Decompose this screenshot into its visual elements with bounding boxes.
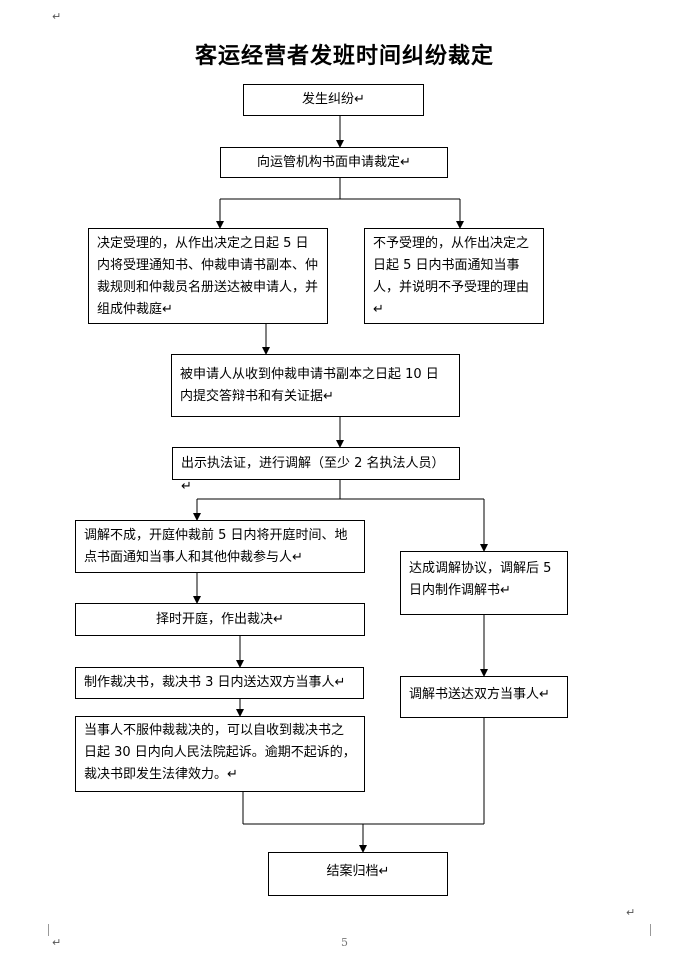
box-apply-ruling-text: 向运管机构书面申请裁定↵ <box>257 155 411 170</box>
box-reject-case: 不予受理的，从作出决定之日起 5 日内书面通知当事人，并说明不予受理的理由↵ <box>364 228 544 324</box>
box-award-document: 制作裁决书，裁决书 3 日内送达双方当事人↵ <box>75 667 364 699</box>
box-award-document-text: 制作裁决书，裁决书 3 日内送达双方当事人↵ <box>84 675 346 690</box>
box-deliver-mediation-text: 调解书送达双方当事人↵ <box>409 687 550 702</box>
box-appeal-court: 当事人不服仲裁裁决的，可以自收到裁决书之日起 30 日内向人民法院起诉。逾期不起… <box>75 716 365 792</box>
box-deliver-mediation: 调解书送达双方当事人↵ <box>400 676 568 718</box>
page-number: 5 <box>341 936 348 949</box>
box-mediation-agreement-text: 达成调解协议，调解后 5 日内制作调解书↵ <box>409 561 552 598</box>
box-hearing-text: 择时开庭，作出裁决↵ <box>156 612 284 627</box>
box-hearing: 择时开庭，作出裁决↵ <box>75 603 365 636</box>
box-accept-case: 决定受理的，从作出决定之日起 5 日内将受理通知书、仲裁申请书副本、仲裁规则和仲… <box>88 228 328 324</box>
paragraph-mark-top-left: ↵ <box>52 10 62 23</box>
paragraph-mark-bottom-right: ↵ <box>626 906 636 919</box>
box-accept-case-text: 决定受理的，从作出决定之日起 5 日内将受理通知书、仲裁申请书副本、仲裁规则和仲… <box>97 236 319 317</box>
box-occur-dispute-text: 发生纠纷↵ <box>302 92 365 107</box>
box-respondent-reply: 被申请人从收到仲裁申请书副本之日起 10 日内提交答辩书和有关证据↵ <box>171 354 460 417</box>
box-mediation-text: 出示执法证，进行调解（至少 2 名执法人员）↵ <box>181 456 445 494</box>
box-apply-ruling: 向运管机构书面申请裁定↵ <box>220 147 448 178</box>
page-title: 客运经营者发班时间纠纷裁定 <box>194 44 494 69</box>
box-mediation: 出示执法证，进行调解（至少 2 名执法人员）↵ <box>172 447 460 494</box>
box-mediation-failed-text: 调解不成，开庭仲裁前 5 日内将开庭时间、地点书面通知当事人和其他仲裁参与人↵ <box>84 528 348 565</box>
box-occur-dispute: 发生纠纷↵ <box>243 84 424 116</box>
margin-bar-left <box>48 924 49 936</box>
box-archive: 结案归档↵ <box>268 852 448 896</box>
box-appeal-court-text: 当事人不服仲裁裁决的，可以自收到裁决书之日起 30 日内向人民法院起诉。逾期不起… <box>84 723 356 782</box>
box-mediation-agreement: 达成调解协议，调解后 5 日内制作调解书↵ <box>400 551 568 615</box>
box-mediation-failed: 调解不成，开庭仲裁前 5 日内将开庭时间、地点书面通知当事人和其他仲裁参与人↵ <box>75 520 365 573</box>
box-archive-text: 结案归档↵ <box>326 864 390 879</box>
box-reject-case-text: 不予受理的，从作出决定之日起 5 日内书面通知当事人，并说明不予受理的理由↵ <box>373 236 530 317</box>
margin-bar-right <box>650 924 651 936</box>
paragraph-mark-bottom-left: ↵ <box>52 936 62 949</box>
box-respondent-reply-text: 被申请人从收到仲裁申请书副本之日起 10 日内提交答辩书和有关证据↵ <box>180 367 439 404</box>
